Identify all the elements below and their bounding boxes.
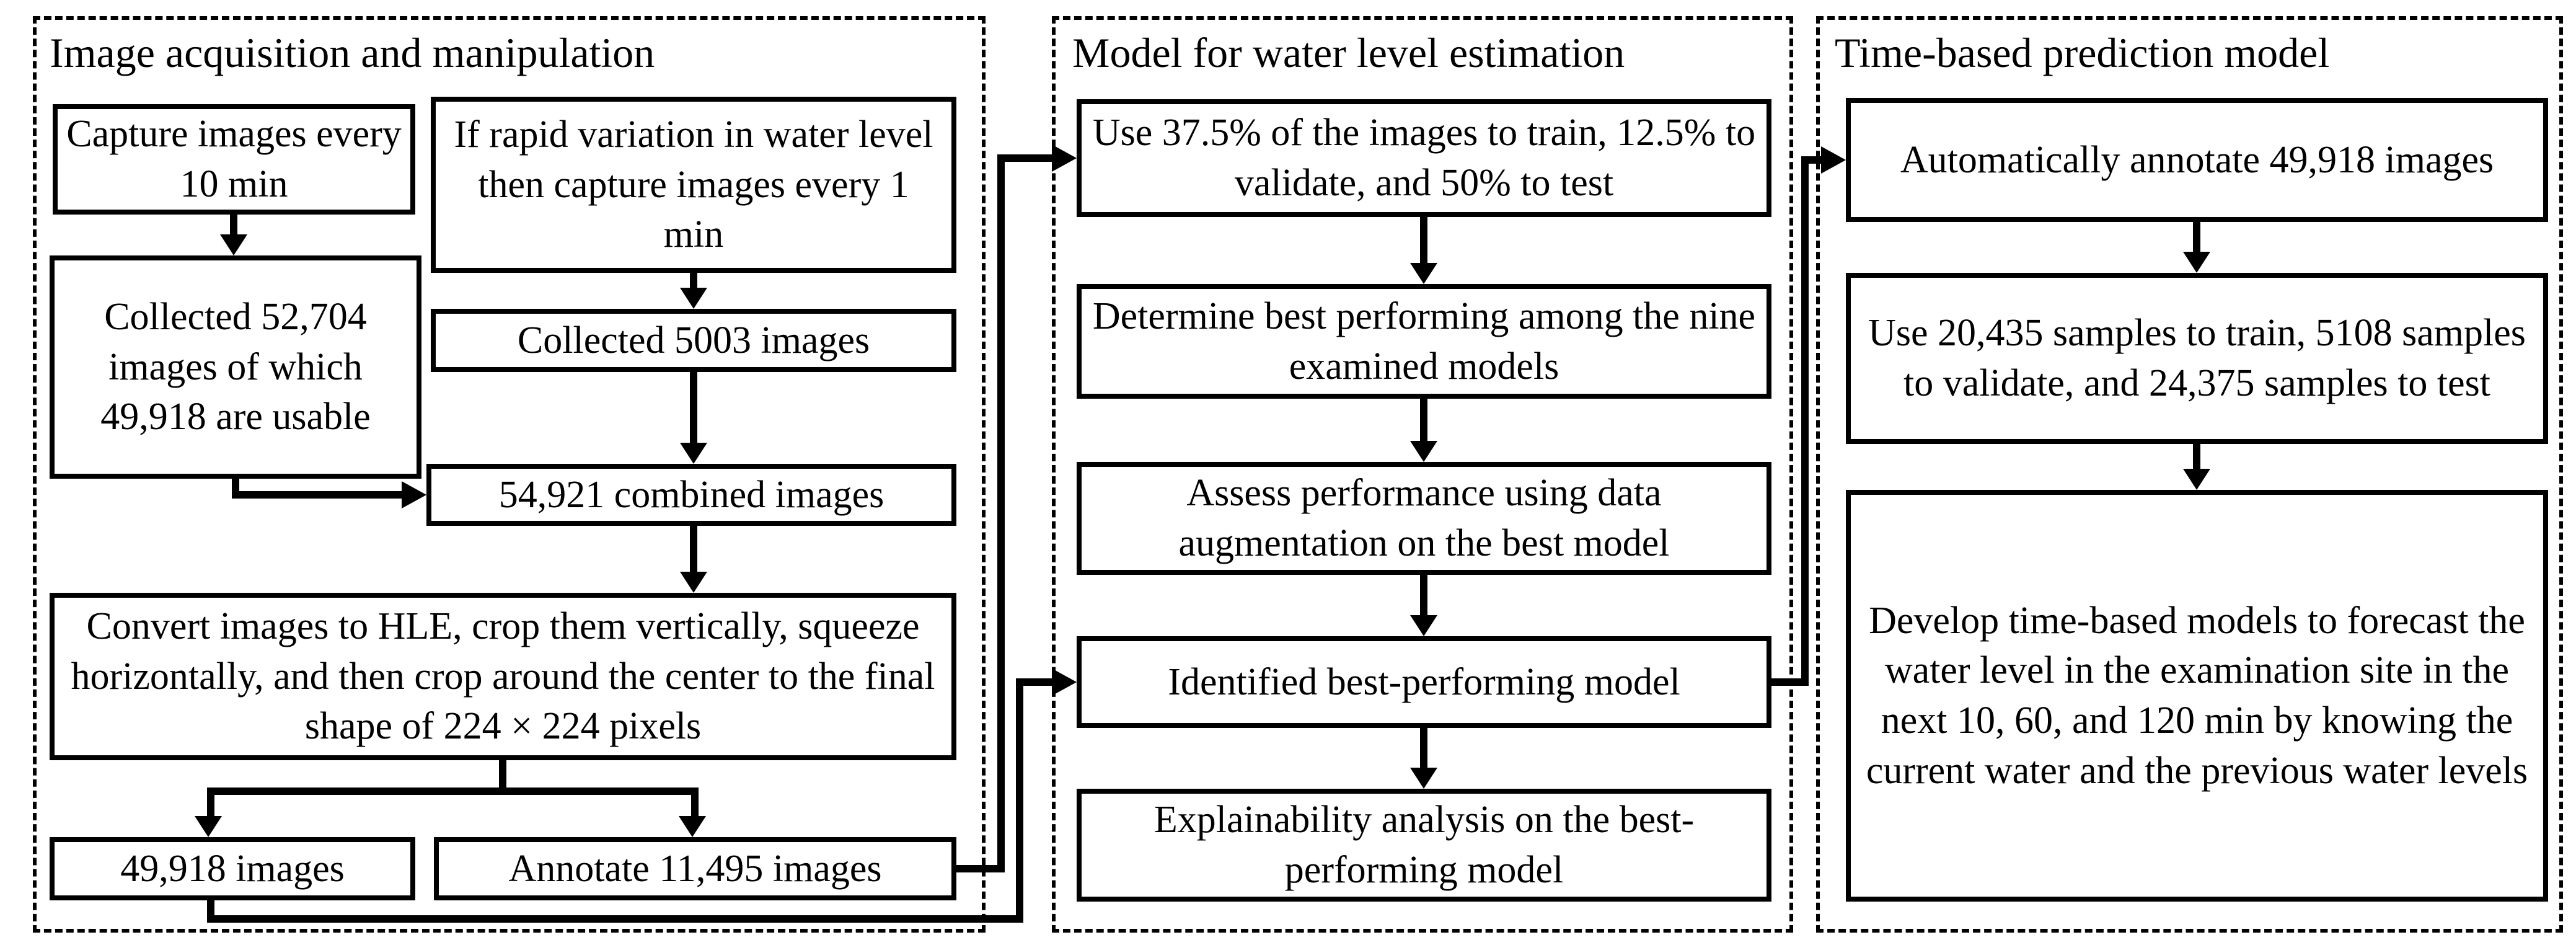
- arrowhead-down-icon: [680, 572, 707, 593]
- box-49918-images: 49,918 images: [50, 837, 415, 900]
- box-capture-every-10-min: Capture images every 10 min: [53, 104, 415, 215]
- line-segment: [1420, 575, 1427, 615]
- line-segment: [690, 526, 697, 574]
- line-segment: [1420, 399, 1427, 441]
- line-segment: [499, 760, 506, 795]
- line-segment: [691, 795, 699, 816]
- box-identified-model: Identified best-performing model: [1077, 636, 1771, 728]
- line-segment: [1016, 678, 1023, 923]
- arrowhead-right-icon: [1052, 668, 1077, 696]
- arrowhead-down-icon: [2183, 469, 2210, 490]
- panel-time-prediction: [1816, 16, 2563, 933]
- line-segment: [997, 154, 1056, 162]
- box-develop-time-models: Develop time-based models to forecast th…: [1846, 490, 2548, 902]
- line-segment: [207, 788, 699, 795]
- arrowhead-right-icon: [402, 481, 426, 508]
- box-rapid-variation: If rapid variation in water level then c…: [431, 97, 956, 273]
- box-use-split: Use 37.5% of the images to train, 12.5% …: [1077, 99, 1771, 217]
- box-collected-5003: Collected 5003 images: [431, 309, 956, 372]
- box-explainability: Explainability analysis on the best-perf…: [1077, 789, 1771, 902]
- right-panel-title: Time-based prediction model: [1835, 29, 2330, 76]
- arrowhead-right-icon: [1052, 144, 1077, 172]
- line-segment: [1801, 156, 1809, 686]
- line-segment: [207, 795, 214, 816]
- arrowhead-right-icon: [1821, 146, 1846, 174]
- box-determine-best: Determine best performing among the nine…: [1077, 284, 1771, 399]
- line-segment: [690, 372, 697, 445]
- box-convert-hle: Convert images to HLE, crop them vertica…: [50, 593, 956, 760]
- arrowhead-down-icon: [1410, 263, 1437, 284]
- line-segment: [2193, 444, 2200, 469]
- line-segment: [956, 865, 1005, 872]
- arrowhead-down-icon: [680, 443, 707, 464]
- line-segment: [1771, 678, 1809, 686]
- middle-panel-title: Model for water level estimation: [1072, 29, 1625, 76]
- line-segment: [1420, 728, 1427, 768]
- line-segment: [232, 491, 402, 499]
- box-assess-augmentation: Assess performance using data augmentati…: [1077, 462, 1771, 575]
- line-segment: [997, 154, 1005, 872]
- panel-image-acquisition: [33, 16, 986, 933]
- arrowhead-down-icon: [1410, 441, 1437, 462]
- line-segment: [1016, 678, 1056, 686]
- line-segment: [207, 915, 1020, 923]
- left-panel-title: Image acquisition and manipulation: [50, 29, 655, 76]
- box-annotate-11495: Annotate 11,495 images: [434, 837, 956, 900]
- panel-water-level-model: [1052, 16, 1793, 933]
- line-segment: [230, 215, 237, 237]
- box-samples-split: Use 20,435 samples to train, 5108 sample…: [1846, 273, 2548, 444]
- arrowhead-down-icon: [1410, 615, 1437, 636]
- line-segment: [1420, 217, 1427, 263]
- arrowhead-down-icon: [679, 816, 706, 837]
- box-auto-annotate: Automatically annotate 49,918 images: [1846, 98, 2548, 222]
- line-segment: [2193, 222, 2200, 252]
- arrowhead-down-icon: [1410, 768, 1437, 789]
- arrowhead-down-icon: [195, 816, 222, 837]
- box-collected-52704: Collected 52,704 images of which 49,918 …: [50, 255, 421, 479]
- line-segment: [1801, 156, 1825, 164]
- arrowhead-down-icon: [2183, 252, 2210, 273]
- arrowhead-down-icon: [680, 288, 707, 309]
- line-segment: [690, 273, 697, 290]
- box-combined-54921: 54,921 combined images: [426, 464, 956, 526]
- arrowhead-down-icon: [220, 234, 247, 255]
